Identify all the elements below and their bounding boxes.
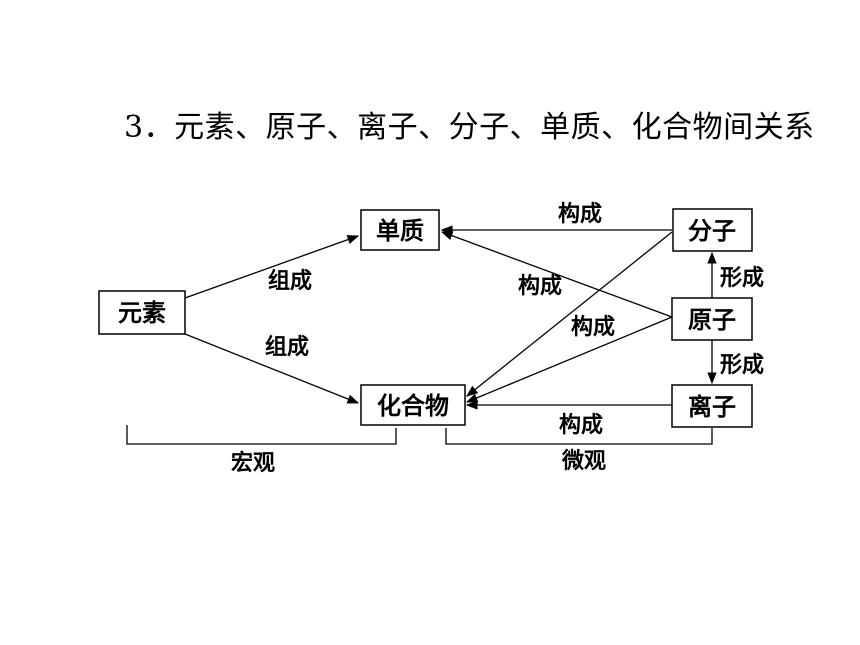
element-label: 元素	[118, 298, 166, 327]
simple-substance-box	[360, 209, 440, 251]
element-box	[98, 290, 186, 335]
molecule-box	[672, 208, 753, 252]
atom-label: 原子	[688, 305, 736, 334]
arrow-atom-to-compound	[465, 316, 673, 403]
ion-box	[671, 384, 753, 428]
label-molecule-to-simple: 构成	[558, 201, 602, 227]
label-ion-to-compound: 构成	[559, 412, 603, 438]
arrow-element-to-simple	[184, 235, 360, 299]
compound-box	[360, 384, 466, 426]
macro-bracket	[126, 425, 397, 445]
micro-label: 微观	[561, 448, 606, 474]
micro-bracket	[445, 428, 713, 445]
arrow-atom-to-simple	[440, 231, 673, 318]
label-element-to-compound: 组成	[265, 334, 309, 360]
label-atom-to-molecule: 形成	[720, 265, 764, 291]
molecule-label: 分子	[688, 216, 736, 245]
label-atom-to-simple: 构成	[518, 273, 562, 299]
compound-label: 化合物	[377, 391, 449, 420]
arrow-element-to-compound	[184, 333, 360, 404]
simple-substance-label: 单质	[376, 216, 424, 245]
label-element-to-simple: 组成	[268, 268, 312, 294]
arrow-molecule-to-compound	[466, 231, 673, 397]
diagram-title: 3．元素、原子、离子、分子、单质、化合物间关系	[124, 110, 815, 145]
label-atom-to-ion: 形成	[720, 352, 764, 378]
macro-label: 宏观	[231, 450, 275, 476]
label-molecule-to-compound: 构成	[571, 314, 615, 340]
ion-label: 离子	[688, 392, 736, 421]
